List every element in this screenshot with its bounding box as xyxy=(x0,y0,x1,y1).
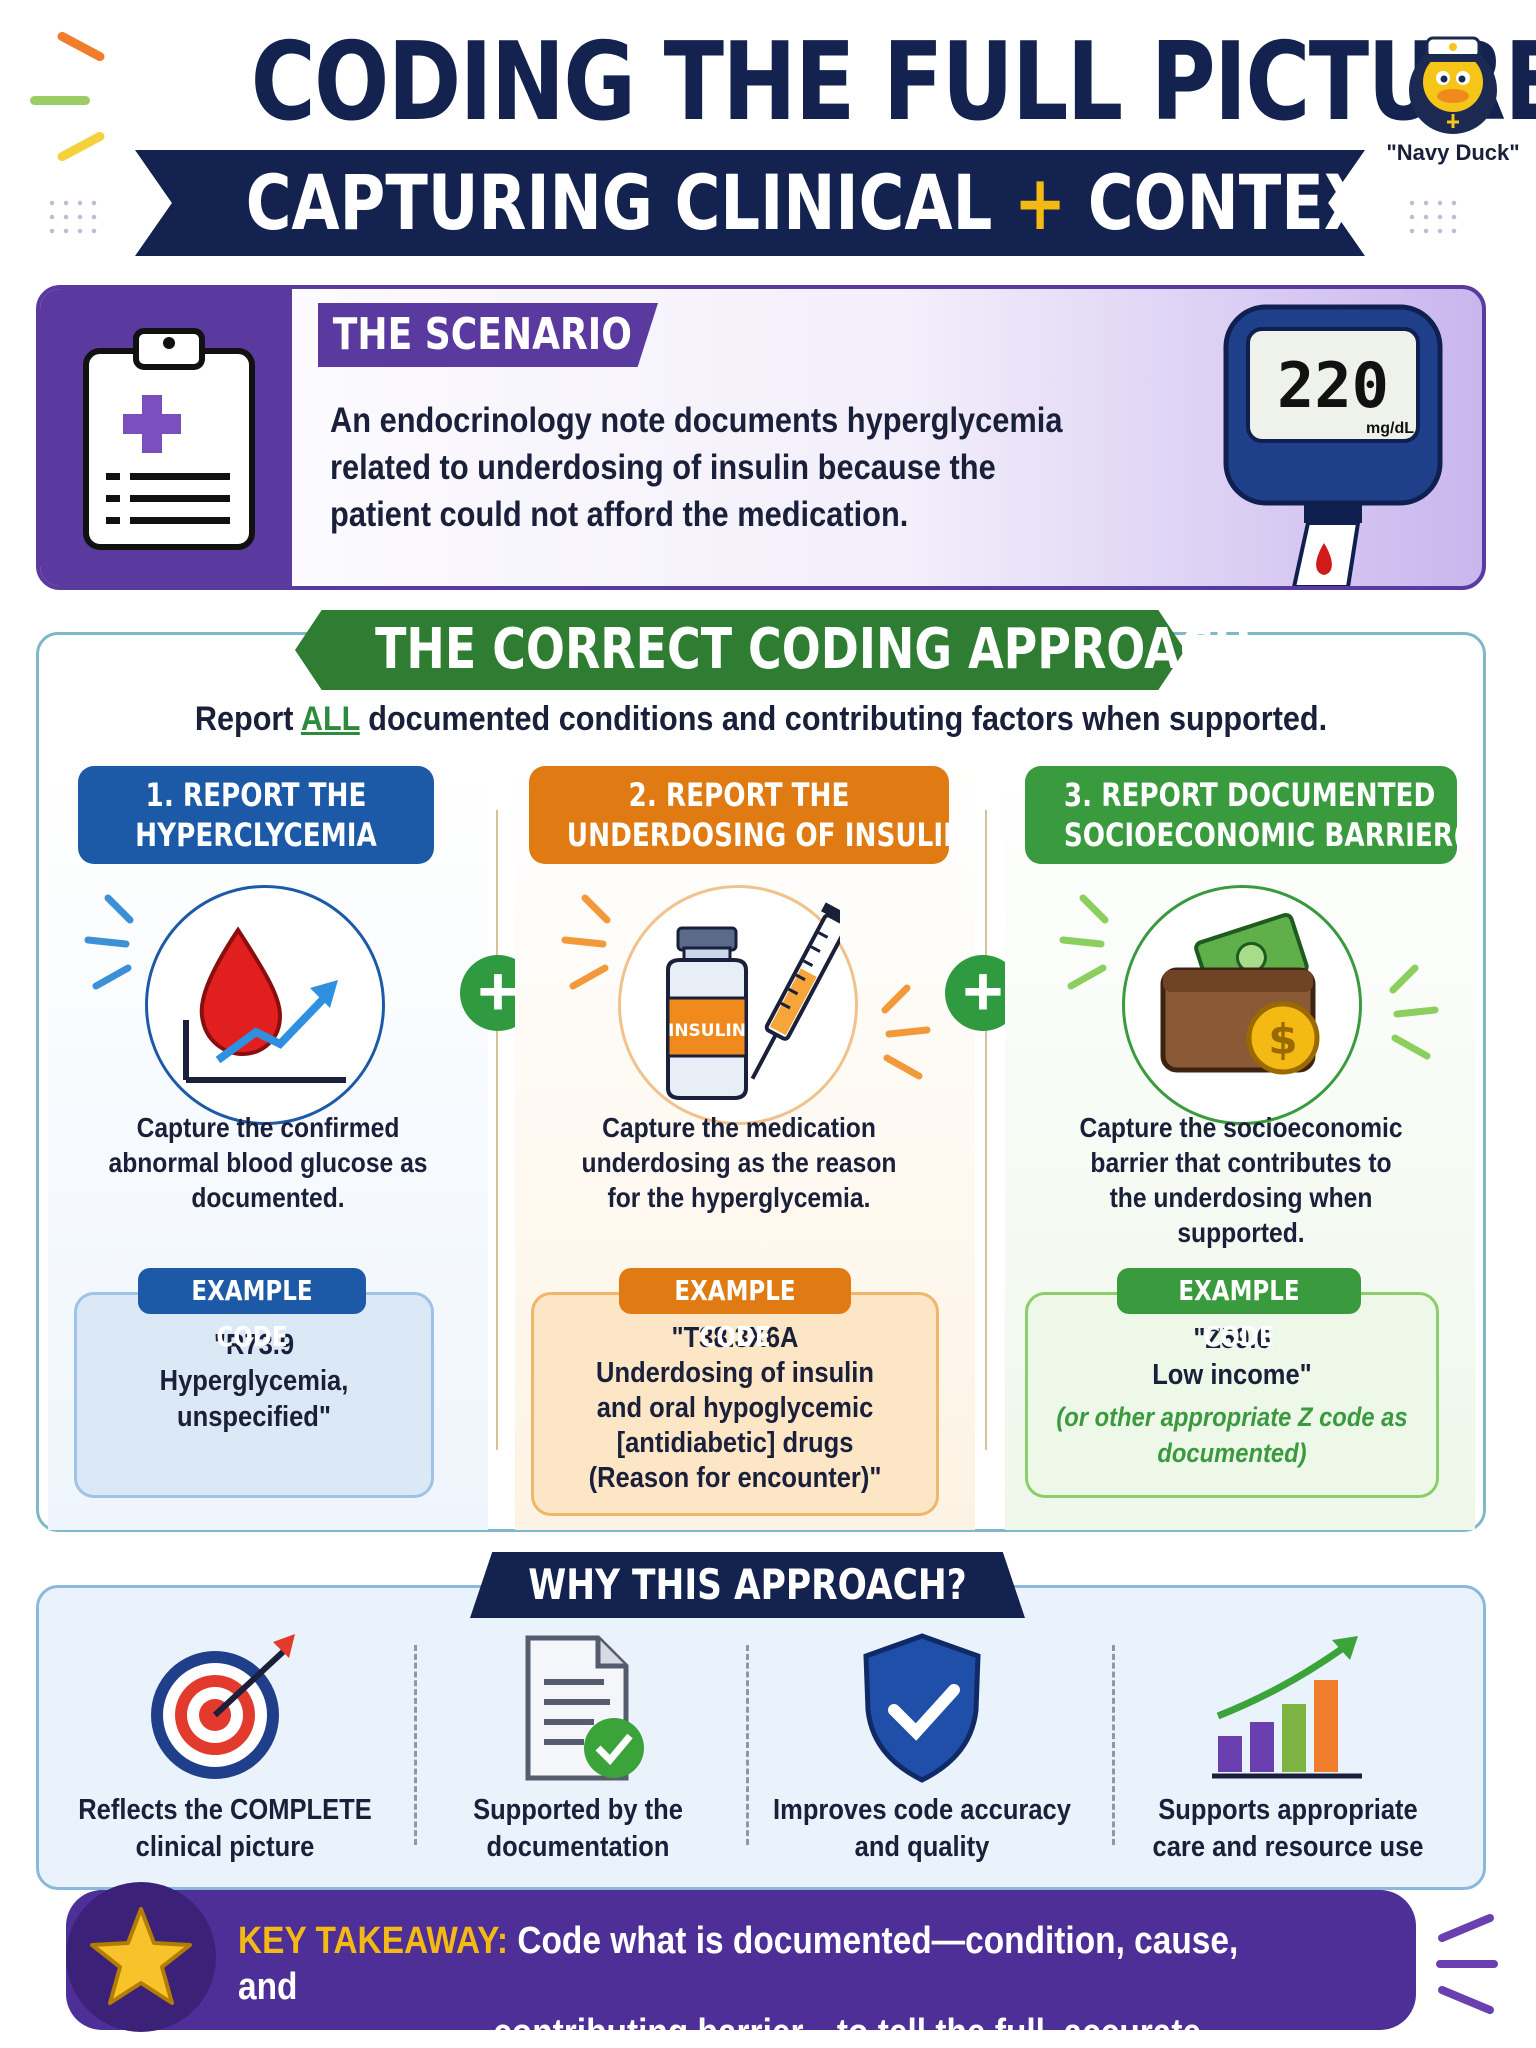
scenario-tag-label: THE SCENARIO xyxy=(332,309,632,360)
why-item-text: Supports appropriate care and resource u… xyxy=(1152,1794,1424,1863)
decorative-dots xyxy=(1405,196,1465,236)
key-takeaway-text: KEY TAKEAWAY: Code what is documented—co… xyxy=(238,1918,1250,2048)
example-code-box: "T38.3X6A Underdosing of insulin and ora… xyxy=(531,1292,939,1516)
coin-symbol: $ xyxy=(1268,1015,1297,1064)
code-desc-line: Low income" xyxy=(1152,1359,1312,1391)
shield-check-icon xyxy=(863,1633,981,1783)
scenario-description: An endocrinology note documents hypergly… xyxy=(330,401,1063,534)
example-code-label: EXAMPLE CODE xyxy=(619,1268,851,1353)
column-description: Capture the medication underdosing as th… xyxy=(581,1112,897,1213)
document-check-icon xyxy=(525,1635,644,1781)
column-header-line1: 2. REPORT THE xyxy=(628,776,850,814)
decorative-spark xyxy=(55,30,107,63)
why-divider xyxy=(746,1645,749,1845)
why-item-resource-use: Supports appropriate care and resource u… xyxy=(1118,1620,1458,1880)
meter-reading: 220 xyxy=(1277,349,1389,422)
decorative-rays xyxy=(1059,894,1109,990)
approach-column-underdosing: 2. REPORT THE UNDERDOSING OF INSULIN INS… xyxy=(515,760,975,1530)
why-banner xyxy=(470,1552,1025,1618)
column-header-line2: UNDERDOSING OF INSULIN xyxy=(566,816,966,854)
scenario-tag xyxy=(318,303,658,367)
column-divider xyxy=(496,810,498,1450)
glucose-meter-icon: 220 mg/dL xyxy=(1223,304,1443,586)
code-desc-line: [antidiabetic] drugs xyxy=(616,1427,854,1459)
growth-chart-icon xyxy=(1212,1636,1362,1779)
code-desc-line: and oral hypoglycemic xyxy=(596,1392,874,1424)
decorative-spark xyxy=(55,130,107,163)
why-divider xyxy=(1112,1645,1115,1845)
decorative-dots xyxy=(45,196,105,236)
why-item-complete-picture: Reflects the COMPLETE clinical picture xyxy=(55,1620,395,1880)
column-header-line1: 3. REPORT DOCUMENTED xyxy=(1063,776,1436,814)
approach-banner xyxy=(295,610,1185,690)
takeaway-line2: contributing barrier—to tell the full, a… xyxy=(493,2012,1202,2048)
why-panel xyxy=(36,1585,1486,1890)
example-code-box: "Z59.6 Low income" (or other appropriate… xyxy=(1025,1292,1439,1498)
code-value: "R73.9 xyxy=(213,1329,295,1361)
column-header-line1: 1. REPORT THE xyxy=(145,776,367,814)
code-note: (or other appropriate Z code as document… xyxy=(1056,1402,1408,1468)
approach-title: THE CORRECT CODING APPROACH xyxy=(375,617,1252,682)
column-description: Capture the socioeconomic barrier that c… xyxy=(1079,1112,1403,1248)
approach-subtitle-emphasis: ALL xyxy=(300,700,360,738)
example-code-box: "R73.9 Hyperglycemia, unspecified" xyxy=(74,1292,434,1498)
scenario-panel: THE SCENARIO An endocrinology note docum… xyxy=(36,285,1486,590)
meter-unit: mg/dL xyxy=(1366,420,1414,437)
subtitle-text: CAPTURING CLINICAL + CONTEXT xyxy=(245,152,1415,254)
approach-subtitle: Report ALL documented conditions and con… xyxy=(109,700,1414,739)
clipboard-icon xyxy=(83,328,255,550)
blood-drop-trend-icon xyxy=(183,926,346,1083)
approach-column-hyperglycemia: 1. REPORT THE HYPERCLYCEMIA Capture the … xyxy=(48,760,488,1530)
vial-label: INSULIN xyxy=(668,1021,746,1041)
why-divider xyxy=(414,1645,417,1845)
column-header: 2. REPORT THE UNDERDOSING OF INSULIN xyxy=(529,766,966,864)
code-value: "Z59.6 xyxy=(1193,1323,1271,1355)
example-code-label: EXAMPLE CODE xyxy=(1117,1268,1361,1353)
decorative-lines xyxy=(1436,1914,1498,2014)
star-icon xyxy=(90,1907,192,2005)
column-header: 1. REPORT THE HYPERCLYCEMIA xyxy=(78,766,434,864)
example-code-label: EXAMPLE CODE xyxy=(138,1268,366,1353)
approach-subtitle-pre: Report xyxy=(194,700,301,738)
approach-subtitle-post: documented conditions and contributing f… xyxy=(359,700,1328,738)
code-desc-line: Underdosing of insulin xyxy=(596,1357,874,1389)
takeaway-line1: Code what is documented—condition, cause… xyxy=(238,1920,1239,2008)
column-header-line2: HYPERCLYCEMIA xyxy=(135,816,377,854)
blood-glucose-icon-circle xyxy=(145,885,385,1125)
code-desc-line: unspecified" xyxy=(177,1401,331,1433)
approach-column-socioeconomic: 3. REPORT DOCUMENTED SOCIOECONOMIC BARRI… xyxy=(1005,760,1496,1530)
column-description: Capture the confirmed abnormal blood glu… xyxy=(108,1112,428,1213)
subtitle-banner xyxy=(135,150,1365,256)
decorative-rays xyxy=(1389,964,1439,1060)
decorative-rays xyxy=(84,894,134,990)
decorative-rays xyxy=(561,894,611,990)
code-desc-line: Hyperglycemia, xyxy=(159,1365,349,1397)
why-item-accuracy: Improves code accuracy and quality xyxy=(752,1620,1092,1880)
subtitle-plus: + xyxy=(1014,158,1067,247)
decorative-spark xyxy=(30,96,90,105)
subtitle-part2: CONTEXT xyxy=(1087,158,1415,247)
column-divider xyxy=(985,810,987,1450)
code-value: "T38.3X6A xyxy=(671,1322,799,1354)
decorative-rays xyxy=(881,984,931,1080)
insulin-syringe-icon: INSULIN xyxy=(666,902,840,1100)
header: CODING THE FULL PICTURE: CAPTURING CLINI… xyxy=(0,0,1536,270)
column-header-line2: SOCIOECONOMIC BARRIER(S) xyxy=(1063,816,1496,854)
why-item-text: Reflects the COMPLETE clinical picture xyxy=(78,1794,372,1863)
code-desc-line: (Reason for encounter)" xyxy=(588,1462,882,1494)
why-item-text: Supported by the documentation xyxy=(473,1794,683,1863)
subtitle-part1: CAPTURING CLINICAL xyxy=(245,158,993,247)
navy-duck-mascot-icon xyxy=(1409,36,1497,134)
page-title: CODING THE FULL PICTURE: xyxy=(250,20,1536,145)
why-item-documentation: Supported by the documentation xyxy=(408,1620,748,1880)
why-item-text: Improves code accuracy and quality xyxy=(773,1794,1071,1863)
key-takeaway-banner xyxy=(66,1890,1416,2030)
takeaway-label: KEY TAKEAWAY: xyxy=(238,1920,509,1962)
why-title: WHY THIS APPROACH? xyxy=(528,1560,967,1609)
mascot-label: "Navy Duck" xyxy=(1386,140,1520,165)
wallet-money-icon: $ xyxy=(1160,912,1320,1075)
column-header: 3. REPORT DOCUMENTED SOCIOECONOMIC BARRI… xyxy=(1025,766,1496,864)
target-icon xyxy=(151,1634,295,1779)
